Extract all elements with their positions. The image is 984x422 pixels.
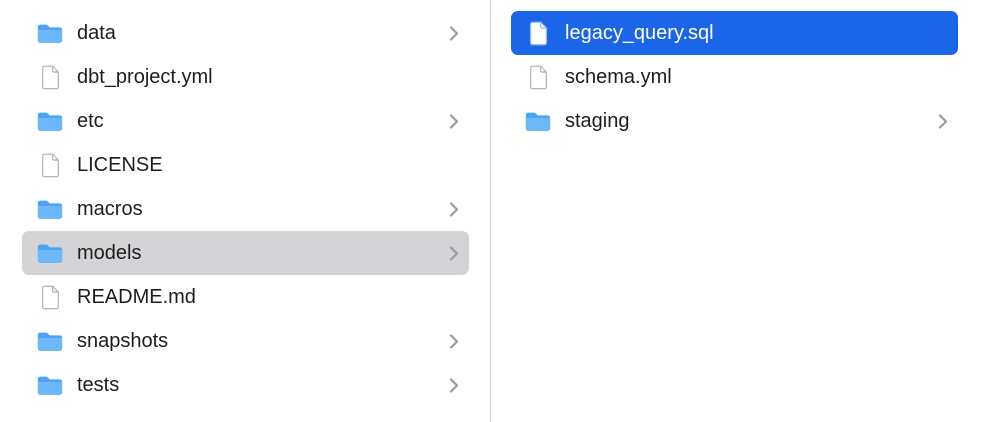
item-label: snapshots — [77, 329, 169, 352]
chevron-right-icon — [441, 201, 459, 218]
document-icon — [35, 65, 65, 90]
item-label: tests — [77, 373, 120, 396]
list-item-schema.yml[interactable]: schema.yml — [511, 55, 958, 99]
folder-icon — [35, 374, 65, 397]
item-label: staging — [565, 109, 630, 132]
file-column-left: data dbt_project.yml — [0, 0, 491, 422]
item-label: data — [77, 21, 116, 44]
folder-icon — [35, 242, 65, 265]
item-label: schema.yml — [565, 65, 672, 88]
chevron-right-icon — [930, 113, 948, 130]
item-label: etc — [77, 109, 104, 132]
folder-icon — [35, 22, 65, 45]
chevron-right-icon — [441, 245, 459, 262]
document-icon — [35, 153, 65, 178]
folder-icon — [35, 198, 65, 221]
list-item-staging[interactable]: staging — [511, 99, 958, 143]
file-column-right: legacy_query.sql schema.yml — [491, 0, 984, 422]
list-item-models[interactable]: models — [22, 231, 469, 275]
folder-icon — [35, 330, 65, 353]
item-label: README.md — [77, 285, 196, 308]
document-icon — [523, 21, 553, 46]
document-icon — [35, 285, 65, 310]
list-item-macros[interactable]: macros — [22, 187, 469, 231]
chevron-right-icon — [441, 25, 459, 42]
item-label: models — [77, 241, 142, 264]
chevron-right-icon — [441, 377, 459, 394]
list-item-legacy_query.sql[interactable]: legacy_query.sql — [511, 11, 958, 55]
item-label: dbt_project.yml — [77, 65, 213, 88]
folder-icon — [35, 110, 65, 133]
item-label: legacy_query.sql — [565, 21, 714, 44]
list-item-data[interactable]: data — [22, 11, 469, 55]
list-item-LICENSE[interactable]: LICENSE — [22, 143, 469, 187]
document-icon — [523, 65, 553, 90]
item-label: LICENSE — [77, 153, 163, 176]
chevron-right-icon — [441, 333, 459, 350]
list-item-dbt_project.yml[interactable]: dbt_project.yml — [22, 55, 469, 99]
list-item-snapshots[interactable]: snapshots — [22, 319, 469, 363]
folder-icon — [523, 110, 553, 133]
list-item-etc[interactable]: etc — [22, 99, 469, 143]
list-item-tests[interactable]: tests — [22, 363, 469, 407]
chevron-right-icon — [441, 113, 459, 130]
list-item-README.md[interactable]: README.md — [22, 275, 469, 319]
item-label: macros — [77, 197, 143, 220]
